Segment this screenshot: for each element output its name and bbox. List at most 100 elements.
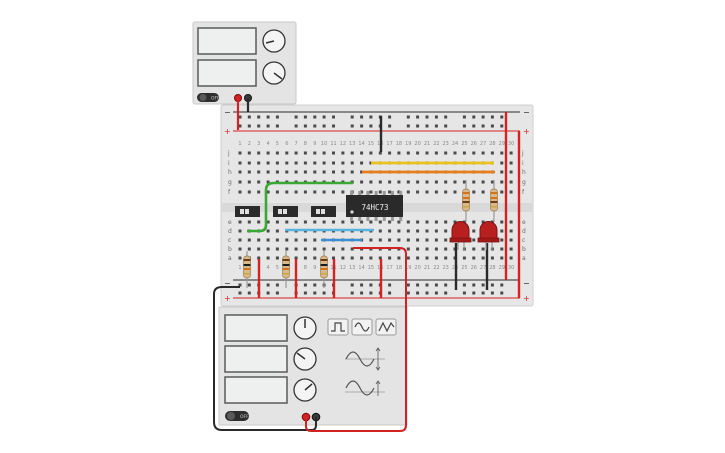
- rail-hole[interactable]: [444, 115, 448, 119]
- breadboard-hole[interactable]: [378, 180, 382, 184]
- rail-hole[interactable]: [425, 283, 429, 287]
- rail-hole[interactable]: [406, 115, 410, 119]
- square-wave-button[interactable]: [327, 318, 349, 336]
- breadboard-hole[interactable]: [341, 220, 345, 224]
- resistor-4[interactable]: [462, 180, 470, 222]
- breadboard-hole[interactable]: [294, 151, 298, 155]
- rail-hole[interactable]: [275, 291, 279, 295]
- breadboard-hole[interactable]: [481, 180, 485, 184]
- breadboard-hole[interactable]: [360, 170, 364, 174]
- rail-hole[interactable]: [416, 124, 420, 128]
- breadboard-hole[interactable]: [490, 180, 494, 184]
- breadboard-hole[interactable]: [332, 170, 335, 174]
- breadboard-hole[interactable]: [360, 256, 364, 260]
- resistor-3[interactable]: [320, 251, 328, 288]
- breadboard-hole[interactable]: [378, 229, 382, 233]
- breadboard-hole[interactable]: [500, 247, 504, 251]
- breadboard-hole[interactable]: [266, 247, 270, 251]
- rail-hole[interactable]: [247, 124, 251, 128]
- breadboard-hole[interactable]: [369, 238, 373, 242]
- breadboard-hole[interactable]: [257, 256, 261, 260]
- breadboard-hole[interactable]: [313, 170, 317, 174]
- breadboard-hole[interactable]: [294, 220, 298, 224]
- rail-hole[interactable]: [332, 115, 335, 119]
- breadboard-hole[interactable]: [247, 180, 251, 184]
- rail-hole[interactable]: [462, 124, 466, 128]
- rail-hole[interactable]: [247, 283, 251, 287]
- rail-hole[interactable]: [369, 115, 373, 119]
- breadboard-hole[interactable]: [294, 170, 298, 174]
- breadboard-hole[interactable]: [247, 238, 251, 242]
- breadboard-hole[interactable]: [313, 256, 317, 260]
- rail-hole[interactable]: [444, 283, 448, 287]
- rail-hole[interactable]: [388, 291, 392, 295]
- breadboard-hole[interactable]: [350, 161, 354, 165]
- breadboard-hole[interactable]: [416, 247, 420, 251]
- breadboard-hole[interactable]: [416, 220, 420, 224]
- breadboard-hole[interactable]: [285, 161, 289, 165]
- rail-hole[interactable]: [500, 291, 504, 295]
- breadboard-hole[interactable]: [378, 151, 382, 155]
- breadboard-hole[interactable]: [275, 161, 279, 165]
- breadboard-hole[interactable]: [481, 220, 485, 224]
- rail-hole[interactable]: [406, 124, 410, 128]
- breadboard-hole[interactable]: [378, 190, 382, 194]
- breadboard-hole[interactable]: [257, 190, 261, 194]
- rail-hole[interactable]: [360, 124, 364, 128]
- breadboard-hole[interactable]: [350, 247, 354, 251]
- breadboard-hole[interactable]: [500, 190, 504, 194]
- breadboard-hole[interactable]: [238, 180, 242, 184]
- rail-hole[interactable]: [425, 124, 429, 128]
- breadboard-hole[interactable]: [332, 190, 335, 194]
- breadboard-hole[interactable]: [406, 256, 410, 260]
- breadboard-hole[interactable]: [332, 161, 335, 165]
- breadboard-hole[interactable]: [266, 256, 270, 260]
- rail-hole[interactable]: [500, 115, 504, 119]
- breadboard-hole[interactable]: [388, 180, 392, 184]
- breadboard-hole[interactable]: [313, 247, 317, 251]
- rail-hole[interactable]: [238, 115, 242, 119]
- breadboard-hole[interactable]: [406, 190, 410, 194]
- rail-hole[interactable]: [490, 115, 494, 119]
- breadboard-hole[interactable]: [444, 247, 448, 251]
- rail-hole[interactable]: [247, 115, 251, 119]
- rail-hole[interactable]: [481, 283, 485, 287]
- breadboard-hole[interactable]: [434, 220, 438, 224]
- red-led-2[interactable]: [477, 221, 500, 250]
- breadboard-hole[interactable]: [434, 256, 438, 260]
- breadboard-hole[interactable]: [388, 256, 392, 260]
- rail-hole[interactable]: [472, 124, 476, 128]
- rail-hole[interactable]: [294, 124, 298, 128]
- breadboard-hole[interactable]: [397, 220, 401, 224]
- breadboard-hole[interactable]: [509, 256, 513, 260]
- breadboard-hole[interactable]: [500, 238, 504, 242]
- breadboard-hole[interactable]: [275, 256, 279, 260]
- rail-hole[interactable]: [313, 291, 317, 295]
- breadboard-hole[interactable]: [425, 190, 429, 194]
- rail-hole[interactable]: [275, 283, 279, 287]
- breadboard-hole[interactable]: [341, 256, 345, 260]
- breadboard-hole[interactable]: [500, 161, 504, 165]
- breadboard-hole[interactable]: [322, 161, 326, 165]
- rail-hole[interactable]: [369, 124, 373, 128]
- rail-hole[interactable]: [481, 291, 485, 295]
- rail-hole[interactable]: [462, 115, 466, 119]
- rail-hole[interactable]: [322, 124, 326, 128]
- breadboard-hole[interactable]: [285, 190, 289, 194]
- breadboard-hole[interactable]: [378, 238, 382, 242]
- leds[interactable]: [449, 221, 500, 250]
- breadboard-hole[interactable]: [509, 220, 513, 224]
- rail-hole[interactable]: [490, 124, 494, 128]
- breadboard-hole[interactable]: [247, 247, 251, 251]
- slide-switch-1[interactable]: [235, 206, 260, 217]
- breadboard-hole[interactable]: [509, 161, 513, 165]
- breadboard-hole[interactable]: [285, 170, 289, 174]
- rail-hole[interactable]: [238, 291, 242, 295]
- rail-hole[interactable]: [500, 283, 504, 287]
- resistor-2[interactable]: [282, 251, 290, 288]
- sine-wave-button[interactable]: [351, 318, 373, 336]
- rail-hole[interactable]: [266, 283, 270, 287]
- rail-hole[interactable]: [257, 115, 261, 119]
- breadboard-hole[interactable]: [397, 151, 401, 155]
- breadboard-hole[interactable]: [360, 151, 364, 155]
